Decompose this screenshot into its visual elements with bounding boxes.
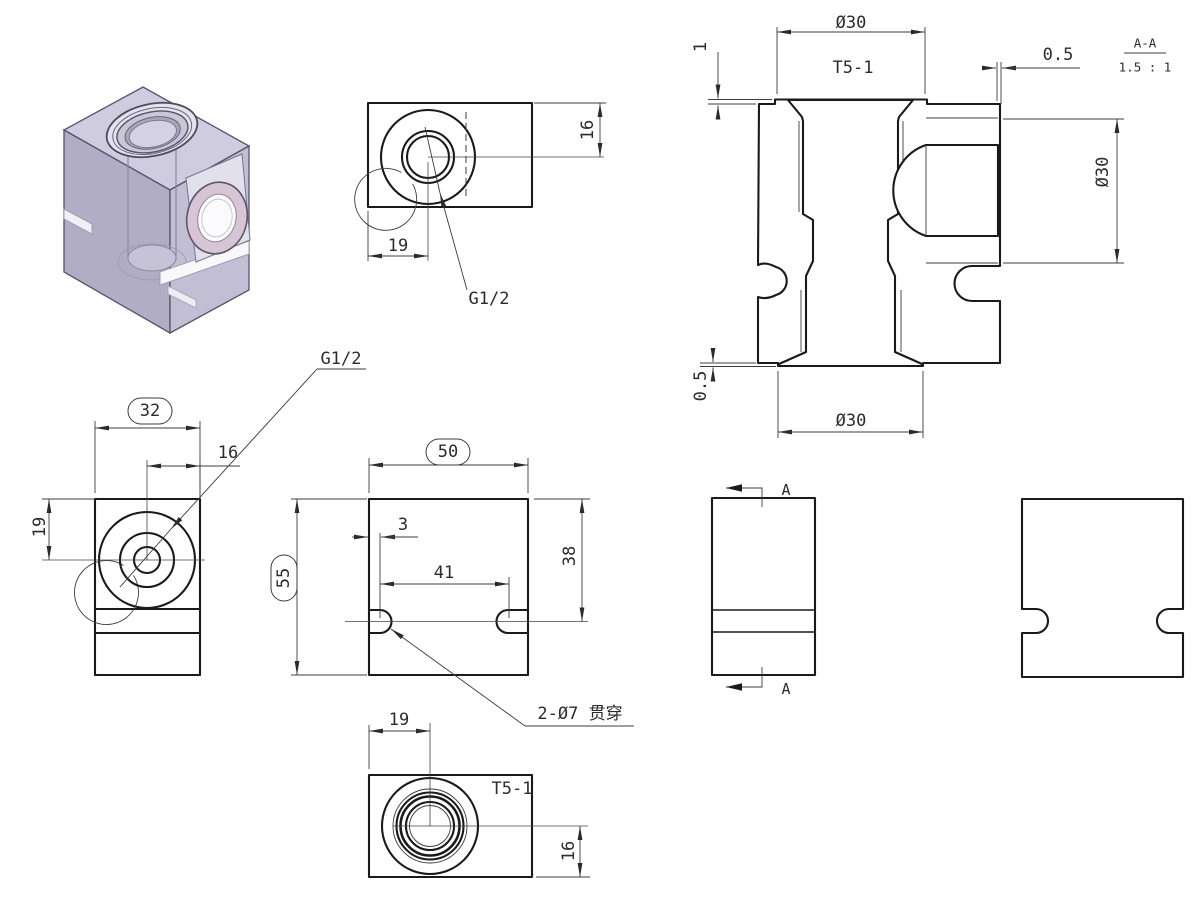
side-port-bore — [893, 145, 998, 236]
dim-dia30-bottom: Ø30 — [836, 411, 867, 431]
top-view-outline — [366, 101, 534, 209]
section-mark-a-bottom: A — [781, 680, 790, 698]
section-body — [756, 98, 1002, 368]
back-view-outline — [1020, 497, 1185, 679]
bottom-view: T5-1 19 16 — [367, 710, 590, 879]
thread-label: G1/2 — [469, 289, 510, 309]
holes-note: 2-Ø7 贯穿 — [537, 704, 622, 724]
dim-19: 19 — [30, 517, 50, 537]
isometric-view — [62, 86, 251, 335]
dim-3: 3 — [398, 515, 408, 535]
dim-16: 16 — [218, 443, 238, 463]
dim-50-ref: 50 — [438, 442, 458, 462]
dim-dia30-side: Ø30 — [1093, 157, 1113, 188]
dim-32-ref: 32 — [140, 401, 160, 421]
side-view: A A — [710, 481, 817, 698]
section-scale: 1.5 : 1 — [1119, 60, 1172, 75]
dim-step-05-bottom: 0.5 — [691, 371, 711, 402]
thread-major-arc — [74, 560, 139, 625]
dim-55-ref: 55 — [274, 568, 294, 588]
iso-top-port — [105, 101, 199, 159]
section-view: Ø30 T5-1 1 0.5 A-A 1.5 : 1 Ø30 Ø30 — [691, 13, 1171, 438]
port-label-t5: T5-1 — [492, 779, 533, 799]
dim-step-05-top: 0.5 — [1043, 45, 1074, 65]
dim-19: 19 — [388, 236, 408, 256]
port-label-t5: T5-1 — [833, 58, 874, 78]
thread-label: G1/2 — [321, 349, 362, 369]
dim-step-1: 1 — [691, 42, 711, 52]
side-view-outline — [710, 496, 817, 677]
section-mark-a-top: A — [781, 481, 790, 499]
dim-38: 38 — [560, 546, 580, 566]
back-view — [1020, 497, 1185, 679]
front-view: 32 16 19 G1/2 — [30, 349, 366, 677]
vertical-bore — [779, 100, 922, 366]
thread-major-arc — [354, 167, 418, 231]
section-title: A-A — [1134, 36, 1157, 51]
main-view: 50 55 3 41 38 2-Ø7 贯穿 — [270, 438, 634, 727]
dim-16: 16 — [559, 841, 579, 861]
front-view-outline — [93, 497, 202, 677]
main-view-outline — [367, 497, 530, 677]
dim-dia30-top: Ø30 — [836, 13, 867, 33]
dim-41: 41 — [434, 563, 454, 583]
dim-16: 16 — [578, 120, 598, 140]
dim-19: 19 — [389, 710, 409, 730]
iso-groove-left — [63, 208, 93, 235]
top-view: 19 16 G1/2 — [354, 101, 606, 309]
